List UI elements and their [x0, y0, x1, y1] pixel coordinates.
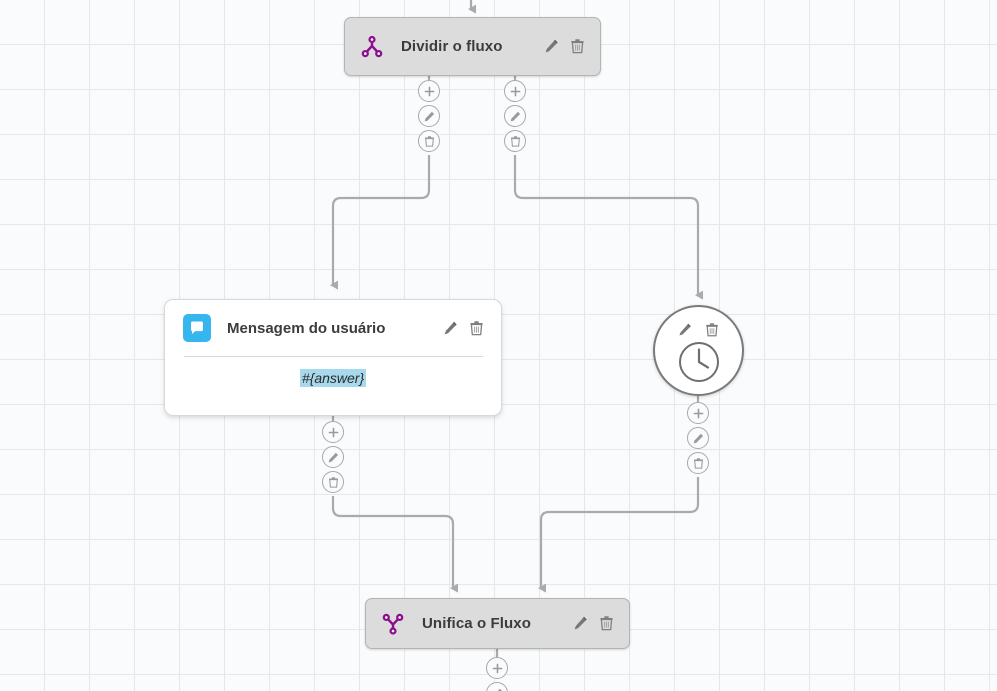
- trash-icon[interactable]: [687, 452, 709, 474]
- trash-icon[interactable]: [704, 321, 721, 338]
- pencil-icon[interactable]: [504, 105, 526, 127]
- message-variable-token: #{answer}: [299, 369, 367, 387]
- node-split-actions: [543, 38, 586, 55]
- node-merge-title: Unifica o Fluxo: [422, 615, 532, 632]
- node-merge-flow[interactable]: Unifica o Fluxo: [365, 598, 630, 649]
- trash-icon[interactable]: [598, 615, 615, 632]
- pencil-icon[interactable]: [486, 682, 508, 691]
- pencil-icon[interactable]: [322, 446, 344, 468]
- node-delay[interactable]: [653, 305, 744, 396]
- port-stack-split-right[interactable]: [504, 80, 526, 152]
- node-user-message[interactable]: Mensagem do usuário: [164, 299, 502, 416]
- clock-icon: [677, 340, 721, 389]
- message-card-title: Mensagem do usuário: [227, 319, 386, 337]
- node-merge-actions: [572, 615, 615, 632]
- node-delay-actions: [677, 321, 721, 338]
- edge-delay-to-merge: [538, 477, 700, 593]
- chat-bubble-icon: [183, 314, 211, 342]
- node-split-flow[interactable]: Dividir o fluxo: [344, 17, 601, 76]
- trash-icon[interactable]: [322, 471, 344, 493]
- message-card-actions: [442, 320, 485, 337]
- message-card-body: #{answer}: [165, 357, 501, 388]
- port-stack-user-message[interactable]: [322, 421, 344, 493]
- edge-split-left-to-message: [330, 155, 431, 290]
- flow-merge-icon: [380, 611, 406, 637]
- edge-split-right-to-delay: [513, 155, 703, 300]
- plus-icon[interactable]: [504, 80, 526, 102]
- plus-icon[interactable]: [486, 657, 508, 679]
- port-stack-merge[interactable]: [486, 657, 508, 691]
- pencil-icon[interactable]: [677, 321, 694, 338]
- plus-icon[interactable]: [418, 80, 440, 102]
- trash-icon[interactable]: [418, 130, 440, 152]
- message-card-divider: [184, 356, 483, 357]
- port-stack-split-left[interactable]: [418, 80, 440, 152]
- node-split-title: Dividir o fluxo: [401, 38, 503, 55]
- trash-icon[interactable]: [504, 130, 526, 152]
- flow-split-icon: [359, 34, 385, 60]
- pencil-icon[interactable]: [572, 615, 589, 632]
- trash-icon[interactable]: [569, 38, 586, 55]
- port-stack-delay[interactable]: [687, 402, 709, 474]
- plus-icon[interactable]: [687, 402, 709, 424]
- plus-icon[interactable]: [322, 421, 344, 443]
- pencil-icon[interactable]: [442, 320, 459, 337]
- pencil-icon[interactable]: [543, 38, 560, 55]
- edge-message-to-merge: [331, 496, 458, 593]
- message-card-header: Mensagem do usuário: [165, 300, 501, 342]
- pencil-icon[interactable]: [687, 427, 709, 449]
- pencil-icon[interactable]: [418, 105, 440, 127]
- trash-icon[interactable]: [468, 320, 485, 337]
